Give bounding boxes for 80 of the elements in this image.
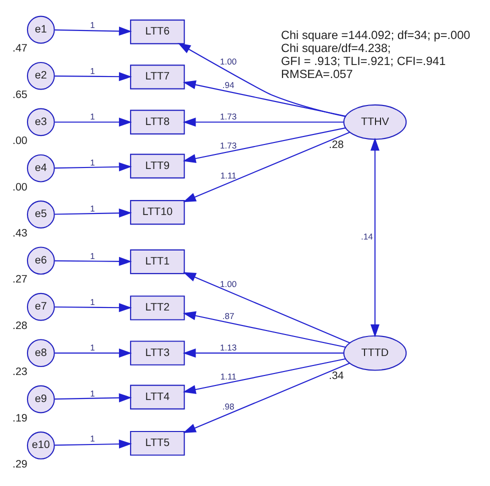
arrow [54, 439, 132, 448]
node-label: .29 [12, 458, 28, 470]
node-label: .43 [12, 227, 28, 240]
node-box: LTT2 [130, 295, 185, 320]
edge-label: 1 [90, 388, 95, 398]
label: Chi square/df=4.238; [280, 40, 391, 55]
node-circle: e1 [26, 15, 55, 44]
arrow [182, 310, 346, 348]
arrow [178, 42, 346, 117]
node-circle: e8 [26, 338, 55, 367]
node-circle: e9 [26, 384, 55, 413]
node-circle: e10 [26, 431, 55, 459]
label: GFI = .913; TLI=.921; CFI=.941 [280, 53, 446, 68]
node-box: LTT8 [130, 109, 185, 134]
arrow [182, 80, 346, 116]
node-label: .00 [12, 134, 28, 147]
node-circle: e7 [26, 292, 55, 320]
node-label: .27 [12, 273, 28, 286]
arrow [182, 126, 346, 163]
node-ellipse: TTTD [343, 334, 407, 370]
arrow [54, 26, 132, 36]
node-label: .65 [12, 88, 28, 100]
arrow [54, 348, 132, 358]
edge-label: 1.00 [220, 278, 237, 288]
node-label: .28 [12, 319, 28, 332]
node-circle: e5 [26, 200, 55, 228]
node-circle: e6 [26, 246, 55, 274]
label: RMSEA=.057 [280, 66, 353, 80]
edge-label: .14 [360, 231, 373, 242]
arrow [54, 392, 132, 402]
node-label: .00 [12, 180, 28, 193]
node-label: .19 [12, 412, 28, 424]
edge-label: 1 [90, 110, 95, 121]
node-box: LTT4 [130, 384, 185, 409]
node-box: LTT6 [130, 19, 185, 44]
arrow [183, 362, 350, 433]
edge-label: 1.00 [220, 56, 237, 66]
edge-label: 1.11 [220, 170, 236, 180]
edge-label: 1.73 [220, 140, 237, 150]
edge-label: 1 [90, 342, 95, 352]
edge-label: 1.13 [220, 342, 237, 352]
arrow [370, 137, 380, 337]
node-label: .47 [12, 42, 28, 54]
arrow [54, 256, 132, 266]
node-box: LTT3 [130, 340, 185, 365]
arrow [54, 302, 132, 312]
arrow [183, 272, 350, 343]
edge-label: 1.73 [220, 110, 237, 121]
edge-label: 1 [90, 66, 95, 76]
arrow [54, 117, 132, 126]
label: Chi square =144.092; df=34; p=.000 [280, 28, 470, 42]
arrow [54, 208, 132, 218]
edge-label: 1.11 [220, 370, 236, 381]
node-ellipse: TTHV [343, 104, 407, 140]
node-box: LTT10 [130, 200, 185, 224]
edge-label: 1 [90, 20, 95, 30]
arrow [182, 348, 344, 358]
arrow [183, 131, 350, 202]
edge-label: 1 [90, 157, 95, 168]
edge-label: 1 [90, 203, 95, 214]
node-box: LTT1 [130, 248, 185, 274]
arrow [54, 162, 132, 171]
arrow [54, 72, 132, 81]
arrow [182, 358, 346, 394]
edge-label: 1 [90, 250, 95, 260]
edge-label: .87 [222, 310, 234, 321]
node-label: .23 [12, 366, 28, 378]
node-label: .28 [328, 138, 344, 150]
arrow [182, 117, 344, 126]
node-circle: e3 [26, 108, 55, 136]
node-box: LTT7 [130, 64, 185, 89]
node-circle: e2 [26, 61, 55, 90]
node-box: LTT9 [130, 153, 185, 178]
edge-label: 1 [90, 296, 95, 307]
node-box: LTT5 [130, 430, 185, 456]
edge-label: .94 [222, 80, 234, 90]
edge-label: 1 [90, 433, 95, 444]
node-label: .34 [328, 369, 344, 382]
edge-label: .98 [222, 400, 234, 411]
node-circle: e4 [26, 154, 55, 182]
